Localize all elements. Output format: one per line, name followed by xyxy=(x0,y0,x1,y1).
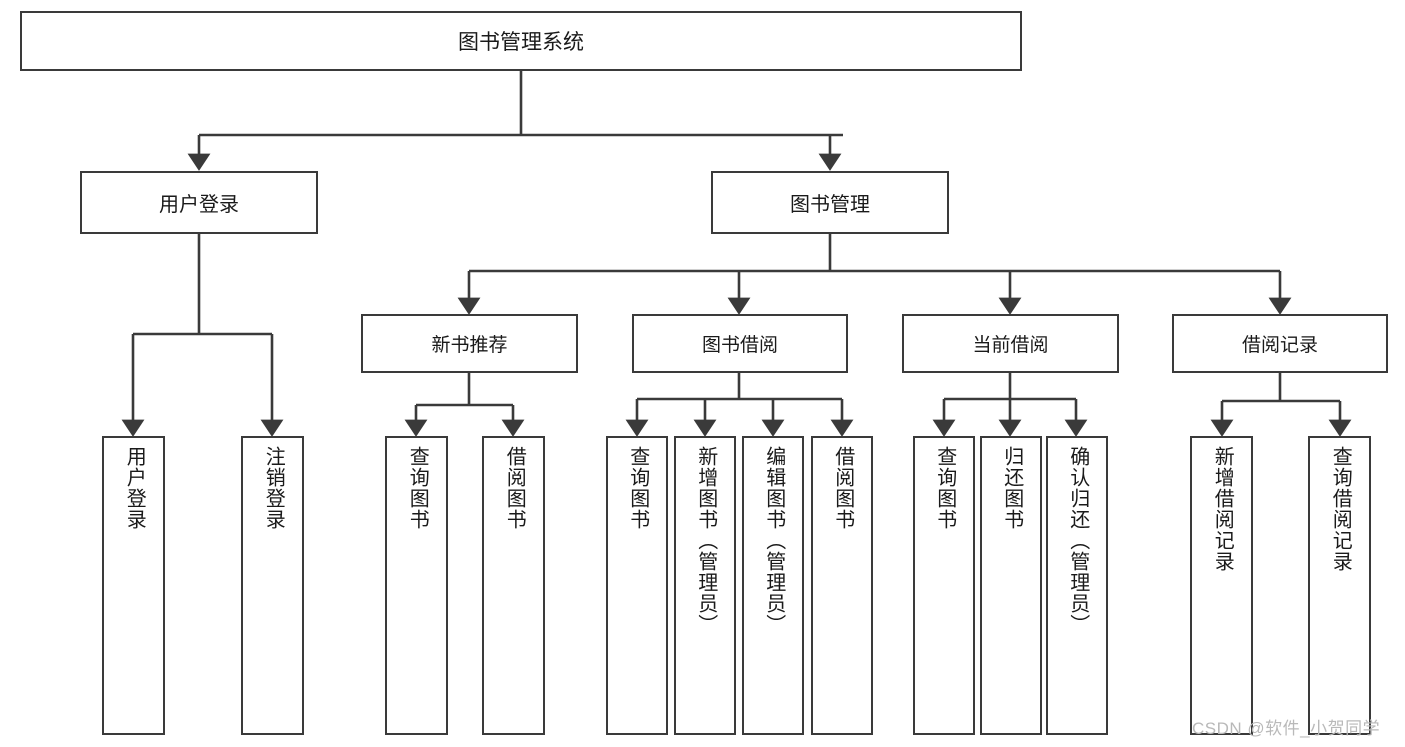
leaf-add-borrow-record[interactable]: 新增借阅记录 xyxy=(1190,436,1253,735)
node-new-book-recommend[interactable]: 新书推荐 xyxy=(361,314,578,373)
node-borrow-record-label: 借阅记录 xyxy=(1241,335,1318,356)
leaf-query-book-borrow-label: 查询图书 xyxy=(626,446,649,530)
leaf-query-borrow-record-label: 查询借阅记录 xyxy=(1329,446,1352,572)
node-current-borrow-label: 当前借阅 xyxy=(972,335,1049,356)
node-root[interactable]: 图书管理系统 xyxy=(20,11,1022,71)
node-current-borrow[interactable]: 当前借阅 xyxy=(902,314,1119,373)
node-user-login[interactable]: 用户登录 xyxy=(80,171,318,234)
leaf-return-book-label: 归还图书 xyxy=(1000,446,1023,530)
leaf-borrow-book[interactable]: 借阅图书 xyxy=(811,436,873,735)
leaf-logout[interactable]: 注销登录 xyxy=(241,436,304,735)
leaf-logout-label: 注销登录 xyxy=(262,446,285,530)
node-user-login-label: 用户登录 xyxy=(159,194,239,216)
leaf-query-book-current-label: 查询图书 xyxy=(933,446,956,530)
leaf-borrow-book-recommend-label: 借阅图书 xyxy=(503,446,526,530)
leaf-query-borrow-record[interactable]: 查询借阅记录 xyxy=(1308,436,1371,735)
leaf-add-book-admin[interactable]: 新增图书（管理员） xyxy=(674,436,736,735)
leaf-confirm-return-admin[interactable]: 确认归还（管理员） xyxy=(1046,436,1108,735)
leaf-query-book-recommend[interactable]: 查询图书 xyxy=(385,436,448,735)
leaf-edit-book-admin[interactable]: 编辑图书（管理员） xyxy=(742,436,804,735)
leaf-borrow-book-label: 借阅图书 xyxy=(831,446,854,530)
node-book-management-label: 图书管理 xyxy=(790,194,870,216)
node-book-management[interactable]: 图书管理 xyxy=(711,171,949,234)
leaf-query-book-recommend-label: 查询图书 xyxy=(406,446,429,530)
leaf-user-login-label: 用户登录 xyxy=(123,446,146,530)
node-new-book-recommend-label: 新书推荐 xyxy=(431,335,508,356)
node-book-borrow[interactable]: 图书借阅 xyxy=(632,314,848,373)
leaf-return-book[interactable]: 归还图书 xyxy=(980,436,1042,735)
leaf-add-borrow-record-label: 新增借阅记录 xyxy=(1211,446,1234,572)
leaf-query-book-borrow[interactable]: 查询图书 xyxy=(606,436,668,735)
node-book-borrow-label: 图书借阅 xyxy=(701,335,778,356)
leaf-query-book-current[interactable]: 查询图书 xyxy=(913,436,975,735)
node-borrow-record[interactable]: 借阅记录 xyxy=(1172,314,1388,373)
leaf-add-book-admin-label: 新增图书（管理员） xyxy=(694,446,717,635)
watermark-text: CSDN @软件_小贺同学 xyxy=(1192,719,1381,738)
leaf-user-login[interactable]: 用户登录 xyxy=(102,436,165,735)
leaf-edit-book-admin-label: 编辑图书（管理员） xyxy=(762,446,785,635)
leaf-confirm-return-admin-label: 确认归还（管理员） xyxy=(1066,446,1089,635)
leaf-borrow-book-recommend[interactable]: 借阅图书 xyxy=(482,436,545,735)
watermark: CSDN @软件_小贺同学 xyxy=(1192,714,1380,739)
node-root-label: 图书管理系统 xyxy=(458,31,584,54)
